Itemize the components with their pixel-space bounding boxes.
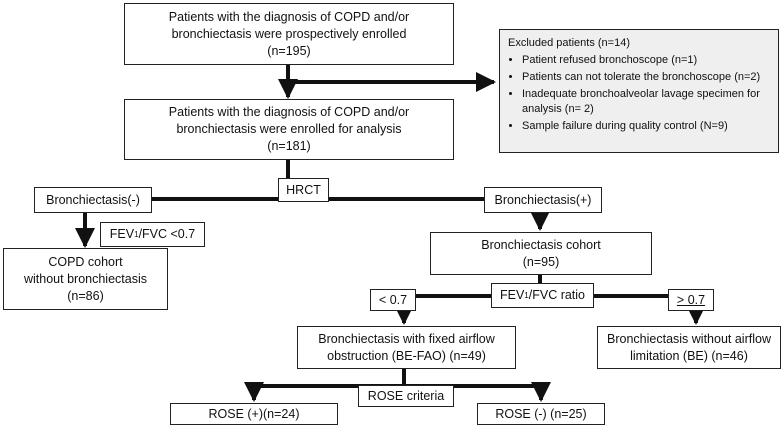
fev-threshold-rest: /FVC <0.7	[138, 227, 196, 241]
be-line1: Bronchiectasis without airflow	[607, 331, 771, 346]
rose-positive-box: ROSE (+)(n=24)	[170, 403, 338, 425]
fev-threshold-fev: FEV	[109, 227, 135, 241]
enrolled-count: (n=195)	[267, 43, 311, 58]
enrolled-box: Patients with the diagnosis of COPD and/…	[124, 3, 454, 65]
be-fao-line1: Bronchiectasis with fixed airflow	[318, 331, 495, 346]
analysis-count: (n=181)	[267, 139, 311, 153]
excluded-item: Sample failure during quality control (N…	[522, 119, 770, 134]
enrolled-line2: bronchiectasis were prospectively enroll…	[171, 26, 407, 41]
bronchiectasis-cohort-line1: Bronchiectasis cohort	[481, 237, 601, 252]
excluded-list: Patient refused bronchoscope (n=1) Patie…	[508, 53, 770, 134]
fev-ratio-fev: FEV	[499, 288, 525, 302]
bronchiectasis-positive-label: Bronchiectasis(+)	[484, 187, 602, 213]
ge-threshold-label: > 0.7	[668, 289, 714, 311]
analysis-box: Patients with the diagnosis of COPD and/…	[124, 99, 454, 160]
bronchiectasis-cohort-box: Bronchiectasis cohort (n=95)	[430, 232, 652, 275]
be-fao-line2: obstruction (BE-FAO) (n=49)	[327, 348, 486, 363]
excluded-box: Excluded patients (n=14) Patient refused…	[499, 29, 779, 153]
analysis-line2: bronchiectasis were enrolled for analysi…	[176, 122, 402, 136]
lt-threshold-label: < 0.7	[370, 289, 416, 311]
excluded-item: Patient refused bronchoscope (n=1)	[522, 53, 770, 68]
ge-threshold-text: > 0.7	[676, 292, 706, 307]
rose-negative-box: ROSE (-) (n=25)	[477, 403, 605, 425]
analysis-line1: Patients with the diagnosis of COPD and/…	[168, 105, 410, 119]
be-line2: limitation (BE) (n=46)	[630, 348, 748, 363]
bronchiectasis-negative-label: Bronchiectasis(-)	[34, 187, 152, 213]
be-box: Bronchiectasis without airflow limitatio…	[597, 326, 781, 369]
excluded-item: Inadequate bronchoalveolar lavage specim…	[522, 87, 770, 117]
rose-criteria-label: ROSE criteria	[358, 385, 454, 407]
copd-cohort-box: COPD cohort without bronchiectasis (n=86…	[3, 248, 168, 310]
copd-cohort-line1: COPD cohort	[48, 254, 123, 269]
bronchiectasis-cohort-count: (n=95)	[522, 254, 560, 269]
fev-threshold-sub: 1	[134, 230, 139, 239]
fev-ratio-sub: 1	[524, 291, 529, 300]
excluded-item: Patients can not tolerate the bronchosco…	[522, 70, 770, 85]
be-fao-box: Bronchiectasis with fixed airflow obstru…	[297, 326, 516, 369]
copd-cohort-count: (n=86)	[67, 288, 104, 303]
enrolled-line1: Patients with the diagnosis of COPD and/…	[168, 9, 410, 24]
copd-cohort-line2: without bronchiectasis	[24, 271, 147, 286]
fev-ratio-rest: /FVC ratio	[528, 288, 586, 302]
excluded-title: Excluded patients (n=14)	[508, 37, 630, 49]
hrct-label: HRCT	[278, 178, 329, 202]
